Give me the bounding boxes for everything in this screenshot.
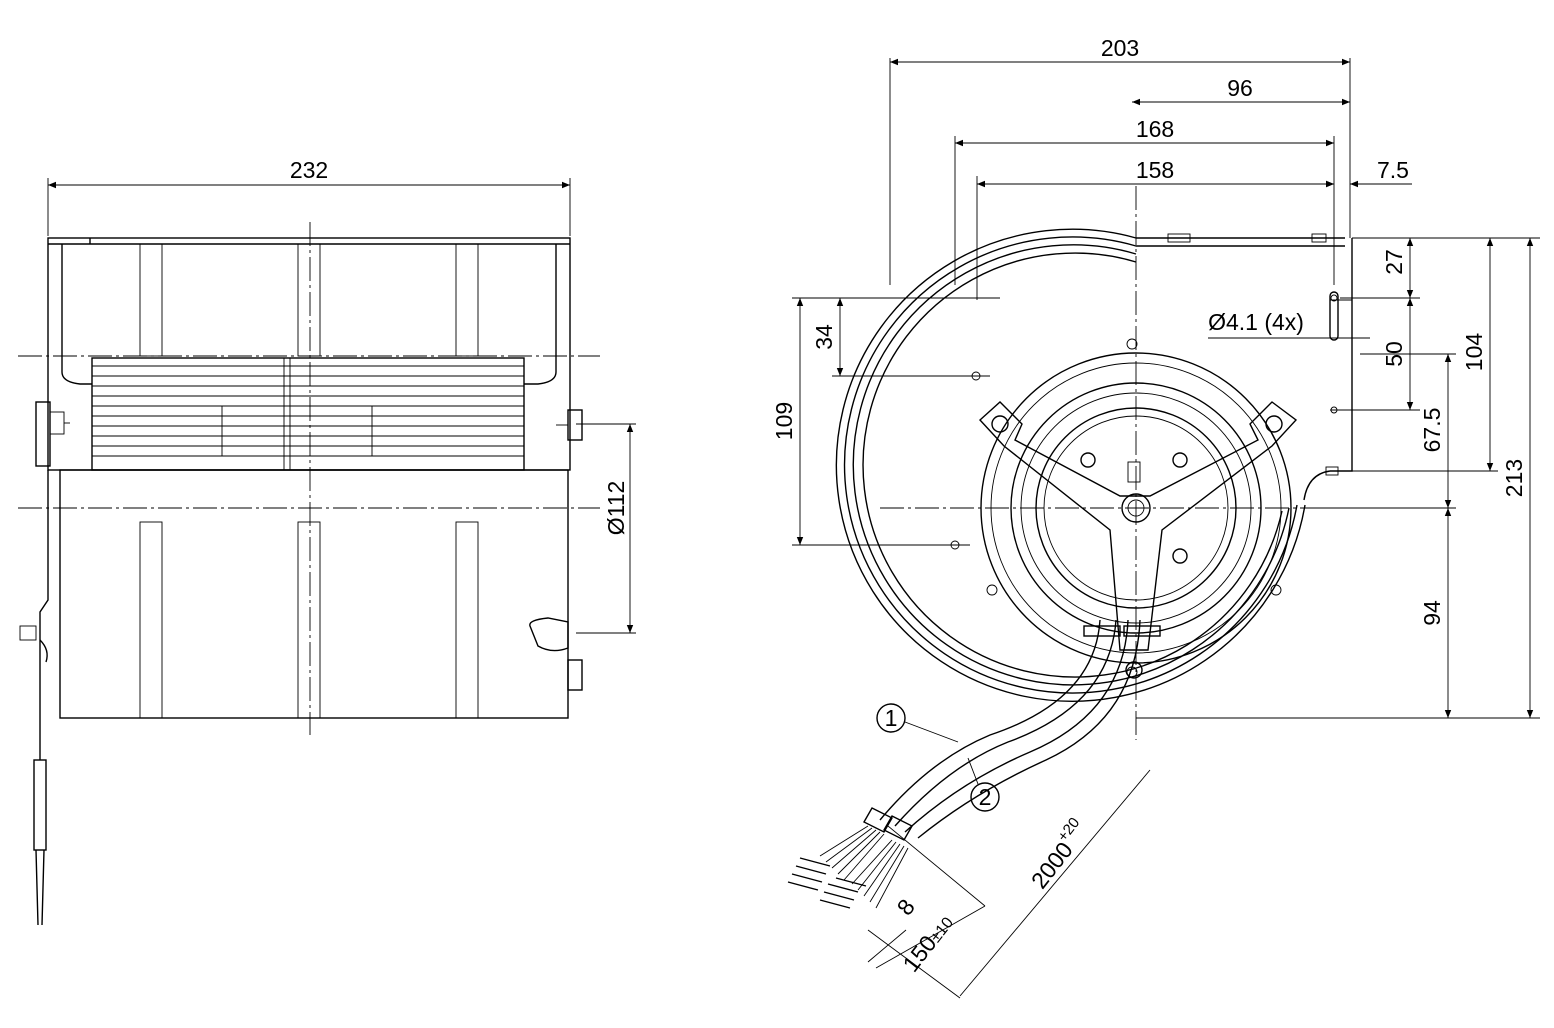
mounting-plate: Ø4.1 (4x) (950, 291, 1370, 550)
dim-67-5-label: 67.5 (1419, 408, 1445, 453)
callout-2-label: 2 (979, 784, 992, 810)
dimension-213: 213 (1501, 238, 1534, 718)
dimension-diameter-112: Ø112 (576, 423, 636, 634)
impeller (91, 357, 525, 471)
dimension-96: 96 (1132, 75, 1350, 106)
dimension-232: 232 (47, 157, 571, 236)
callout-1-label: 1 (885, 705, 898, 731)
dimension-67-5: 67.5 (1360, 353, 1456, 508)
dim-diameter-label: Ø112 (603, 481, 629, 536)
callout-1: 1 (876, 703, 959, 743)
right-bracket (529, 409, 583, 691)
callout-2: 2 (967, 757, 1000, 812)
dim-168-label: 168 (1136, 116, 1174, 142)
dim-34-label: 34 (811, 324, 837, 350)
dim-8-label: 8 (892, 894, 920, 920)
dim-cable-length-label: 2000+20 (1023, 814, 1094, 893)
dim-203-label: 203 (1101, 35, 1139, 61)
dimension-168: 168 (954, 116, 1335, 285)
dimension-203: 203 (889, 35, 1351, 285)
front-view: 203 96 168 158 7.5 27 (771, 35, 1540, 999)
dimension-94: 94 (1136, 507, 1540, 719)
cable-bundle (787, 619, 1161, 909)
dim-232-label: 232 (290, 157, 328, 183)
dim-strip-label: 150±10 (897, 909, 958, 976)
lower-housing (59, 469, 569, 719)
dim-109-label: 109 (771, 402, 797, 440)
side-view: 232 (18, 157, 636, 926)
dimension-27: 27 (1352, 237, 1540, 298)
dimension-109: 109 (771, 297, 970, 546)
dim-213-label: 213 (1501, 459, 1527, 497)
dim-96-label: 96 (1227, 75, 1253, 101)
upper-housing (47, 237, 571, 471)
dim-104-label: 104 (1461, 333, 1487, 372)
dim-27-label: 27 (1381, 249, 1407, 275)
dim-7-5-label: 7.5 (1377, 157, 1409, 183)
dimension-7-5: 7.5 (1310, 157, 1412, 188)
dimension-158: 158 (976, 157, 1334, 300)
dim-hole-label: Ø4.1 (4x) (1208, 309, 1304, 335)
dimension-104: 104 (1352, 238, 1498, 472)
dim-158-label: 158 (1136, 157, 1174, 183)
dimension-34: 34 (811, 297, 1000, 377)
left-bracket (19, 401, 70, 926)
dim-94-label: 94 (1419, 600, 1445, 626)
